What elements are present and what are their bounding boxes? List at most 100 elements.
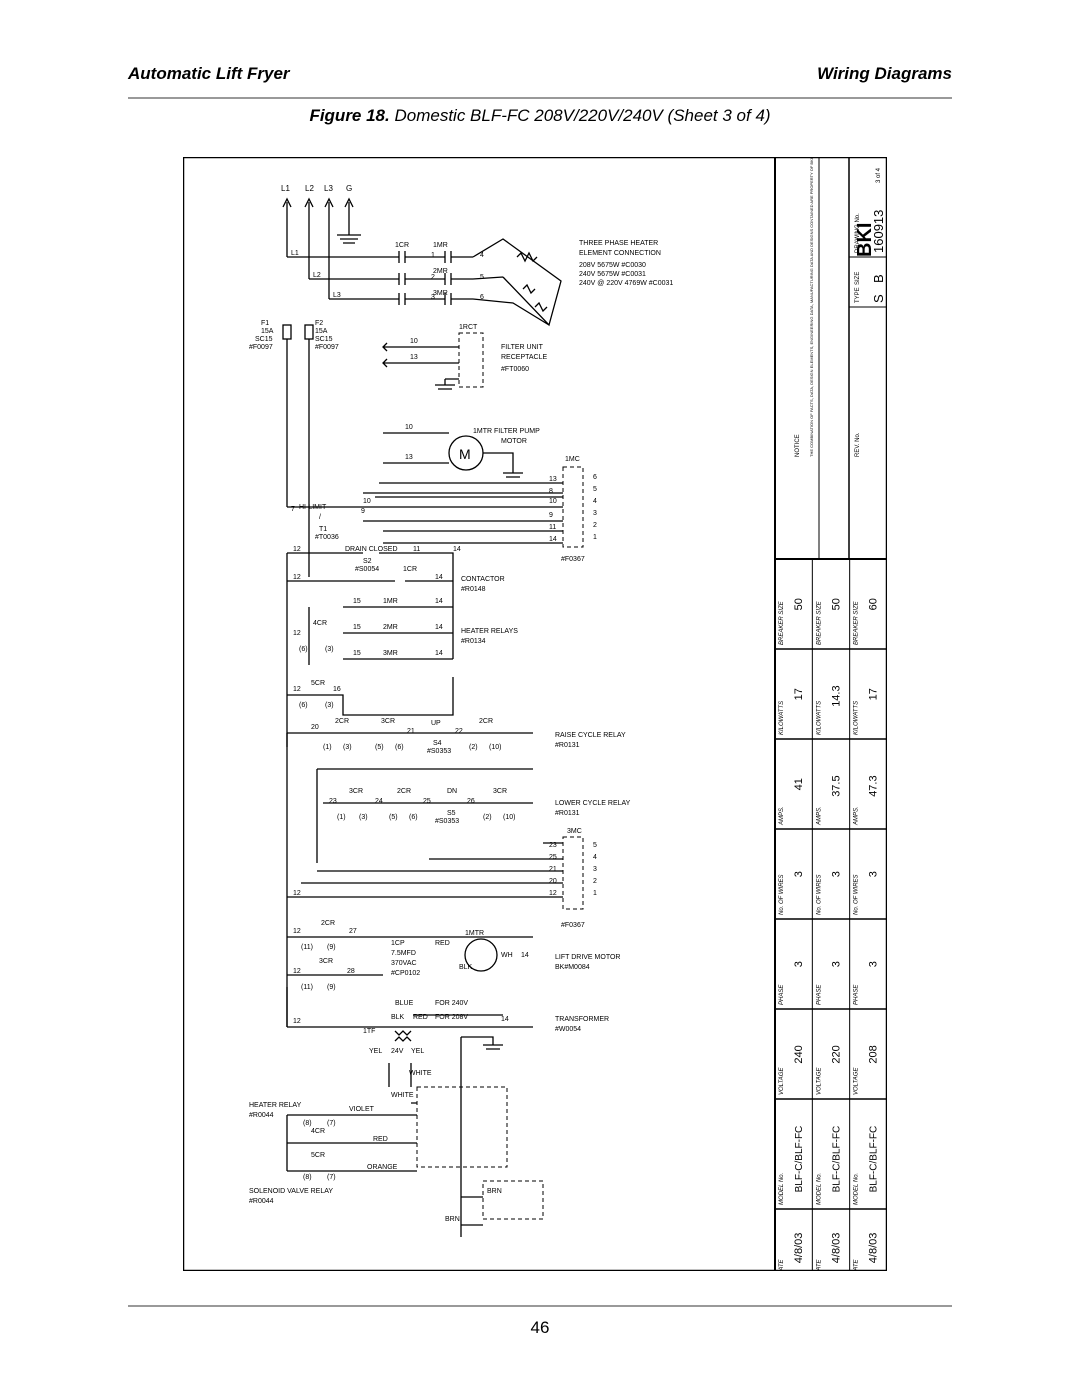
svg-text:12: 12 [293, 574, 301, 581]
fuse-f1-name: F1 [261, 320, 269, 327]
svg-text:(6): (6) [409, 814, 418, 821]
svg-text:#R0044: #R0044 [249, 1198, 274, 1205]
title-block-column-label: VOLTAGE [779, 1067, 785, 1095]
svg-text:(9): (9) [327, 944, 336, 951]
svg-text:(6): (6) [395, 744, 404, 751]
title-block-value-date: 4/8/03 [830, 1233, 842, 1264]
svg-text:5CR: 5CR [311, 680, 325, 687]
svg-text:CONTACTOR: CONTACTOR [461, 576, 505, 583]
svg-text:2CR: 2CR [321, 920, 335, 927]
svg-text:ORANGE: ORANGE [367, 1164, 398, 1171]
svg-text:#R0148: #R0148 [461, 586, 486, 593]
svg-text:SOLENOID VALVE RELAY: SOLENOID VALVE RELAY [249, 1188, 333, 1195]
svg-text:1MR: 1MR [433, 242, 448, 249]
svg-text:12: 12 [293, 928, 301, 935]
svg-text:24: 24 [375, 798, 383, 805]
svg-text:BRN: BRN [445, 1216, 460, 1223]
svg-text:YEL: YEL [369, 1048, 382, 1055]
title-block-column-label: VOLTAGE [854, 1067, 860, 1095]
title-block-value-model: BLF-C/BLF-FC [869, 1126, 880, 1193]
svg-text:#F0097: #F0097 [315, 344, 339, 351]
title-block-value-date: 4/8/03 [793, 1233, 805, 1264]
svg-text:DN: DN [447, 788, 457, 795]
svg-text:15: 15 [353, 598, 361, 605]
svg-text:#R0131: #R0131 [555, 810, 580, 817]
svg-text:10: 10 [410, 338, 418, 345]
svg-text:#S0353: #S0353 [427, 748, 451, 755]
svg-text:B: B [871, 274, 886, 283]
svg-text:14: 14 [501, 1016, 509, 1023]
company-logo: BKI [854, 223, 876, 257]
svg-text:(10): (10) [503, 814, 515, 821]
svg-text:25: 25 [549, 854, 557, 861]
svg-text:370VAC: 370VAC [391, 960, 417, 967]
svg-text:(3): (3) [343, 744, 352, 751]
notice-text: THE COMBINATION OF FACTS, DATA, DESIGN E… [809, 158, 814, 457]
svg-text:HEATER RELAY: HEATER RELAY [249, 1102, 302, 1109]
svg-text:21: 21 [407, 728, 415, 735]
title-block-value-amps: 47.3 [868, 775, 880, 796]
svg-text:HEATER RELAYS: HEATER RELAYS [461, 628, 518, 635]
svg-text:23: 23 [549, 842, 557, 849]
svg-text:6: 6 [593, 474, 597, 481]
svg-text:M: M [459, 446, 471, 462]
svg-text:1: 1 [593, 534, 597, 541]
title-block-column-label: AMPS. [816, 806, 822, 826]
svg-text:12: 12 [293, 968, 301, 975]
title-block-value-wires: 3 [868, 871, 880, 877]
figure-caption: Figure 18. Domestic BLF-FC 208V/220V/240… [0, 106, 1080, 126]
svg-text:(3): (3) [325, 702, 334, 709]
svg-text:3CR: 3CR [381, 718, 395, 725]
svg-text:(11): (11) [301, 944, 313, 951]
svg-text:L1: L1 [291, 250, 299, 257]
svg-text:#CP0102: #CP0102 [391, 970, 420, 977]
svg-text:13: 13 [410, 354, 418, 361]
page-number: 46 [530, 1318, 550, 1337]
header-title: Automatic Lift Fryer [128, 64, 290, 83]
svg-text:9: 9 [361, 508, 365, 515]
svg-text:13: 13 [405, 454, 413, 461]
title-block-value-phase: 3 [830, 961, 842, 967]
svg-text:(11): (11) [301, 984, 313, 991]
svg-text:10: 10 [405, 424, 413, 431]
svg-text:(3): (3) [325, 646, 334, 653]
svg-text:LOWER CYCLE RELAY: LOWER CYCLE RELAY [555, 800, 631, 807]
svg-text:4CR: 4CR [313, 620, 327, 627]
svg-text:DRAIN CLOSED: DRAIN CLOSED [345, 546, 398, 553]
svg-text:1TF: 1TF [363, 1028, 375, 1035]
svg-text:FOR 208V: FOR 208V [435, 1014, 468, 1021]
svg-text:4CR: 4CR [311, 1128, 325, 1135]
svg-text:TRANSFORMER: TRANSFORMER [555, 1016, 609, 1023]
svg-text:NOTICE: NOTICE [795, 434, 801, 457]
svg-text:(8): (8) [303, 1120, 312, 1127]
svg-text:UP: UP [431, 720, 441, 727]
heater-labels: THREE PHASE HEATER ELEMENT CONNECTION 20… [579, 240, 673, 287]
svg-text:(7): (7) [327, 1174, 336, 1181]
svg-text:1CR: 1CR [403, 566, 417, 573]
svg-text:3: 3 [431, 294, 435, 301]
svg-text:#R0131: #R0131 [555, 742, 580, 749]
svg-text:8: 8 [549, 488, 553, 495]
header-rule [128, 97, 952, 99]
svg-text:16: 16 [333, 686, 341, 693]
title-block-value-voltage: 220 [830, 1045, 842, 1063]
heater-line-3: 208V 5675W #C0030 [579, 262, 646, 269]
svg-text:5CR: 5CR [311, 1152, 325, 1159]
title-block-column-label: BREAKER SIZE [779, 600, 785, 645]
svg-text:YEL: YEL [411, 1048, 424, 1055]
svg-text:(5): (5) [389, 814, 398, 821]
title-block-column-label: No. OF WIRES [854, 874, 860, 915]
title-block-column-label: PHASE [779, 984, 785, 1005]
svg-text:7.5MFD: 7.5MFD [391, 950, 416, 957]
svg-text:14: 14 [435, 598, 443, 605]
svg-text:VIOLET: VIOLET [349, 1106, 375, 1113]
title-block-value-wires: 3 [793, 871, 805, 877]
svg-text:#W0054: #W0054 [555, 1026, 581, 1033]
svg-text:/: / [319, 514, 321, 521]
svg-text:14: 14 [521, 952, 529, 959]
svg-text:2MR: 2MR [383, 624, 398, 631]
svg-text:12: 12 [293, 890, 301, 897]
